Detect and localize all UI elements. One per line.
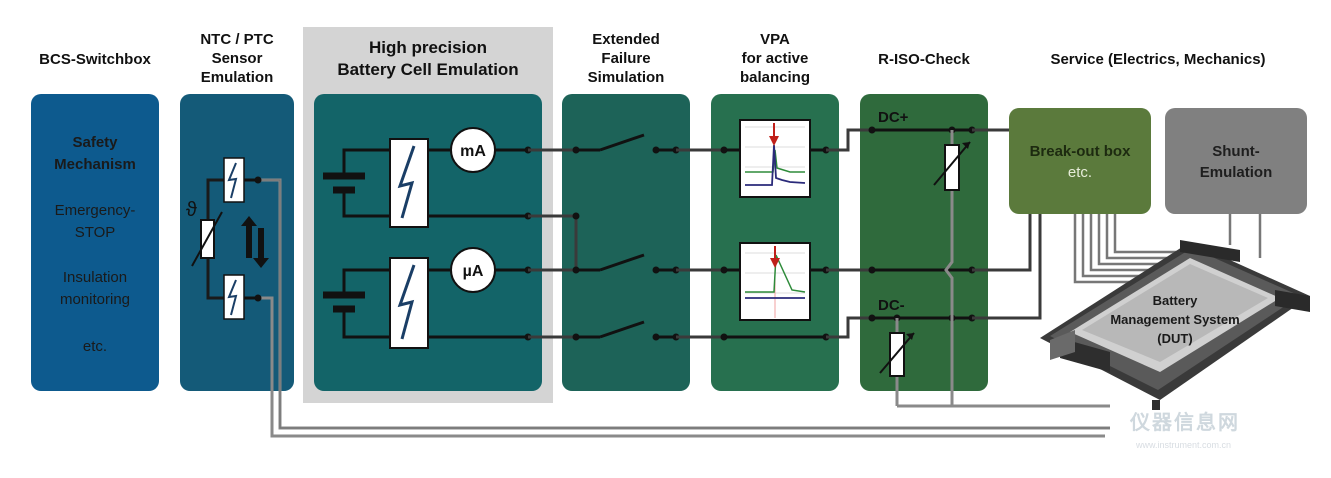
- panel-ntc-ptc: [180, 94, 294, 391]
- meter-ua-label: µA: [463, 263, 484, 280]
- shunt-label: Shunt-Emulation: [1199, 143, 1273, 181]
- panel-breakout-box: [1009, 108, 1151, 214]
- bcs-estop-text: Emergency-STOP: [54, 202, 136, 241]
- watermark-url: www.instrument.com.cn: [1136, 440, 1232, 450]
- bidirectional-arrows-icon: [241, 216, 269, 268]
- svg-text:(DUT): (DUT): [1157, 331, 1192, 346]
- scope-top: [739, 119, 811, 198]
- hp-battery-bottom: [323, 268, 390, 339]
- breakout-label: Break-out box etc.: [1029, 143, 1131, 181]
- svg-text:Management System: Management System: [1110, 312, 1239, 327]
- scope-bottom: [739, 242, 811, 321]
- bcs-etc-text: etc.: [82, 338, 108, 355]
- header-bcs: BCS-Switchbox: [39, 51, 151, 68]
- header-service: Service (Electrics, Mechanics): [1050, 51, 1266, 68]
- panel-extended-failure: [562, 94, 690, 391]
- hp-source-top: [389, 138, 429, 228]
- panel-bcs-switchbox: [31, 94, 159, 391]
- riso-resistor-top: [944, 144, 960, 191]
- bms-label: Battery Management System (DUT): [1110, 293, 1239, 346]
- failure-switches: [576, 133, 676, 339]
- svg-text:Battery: Battery: [1153, 293, 1199, 308]
- panel-shunt-emulation: [1165, 108, 1307, 214]
- watermark-text: 仪器信息网: [1130, 412, 1240, 434]
- bms-harness: [1073, 214, 1262, 284]
- meter-ma-label: mA: [460, 143, 486, 160]
- ntc-return-wires: [258, 178, 1110, 438]
- dc-minus-label: DC-: [878, 297, 905, 314]
- hp-battery-top: [323, 148, 390, 218]
- bms-device: [1040, 240, 1310, 410]
- dc-plus-label: DC+: [878, 109, 909, 126]
- theta-symbol: ϑ: [186, 199, 197, 221]
- header-riso: R-ISO-Check: [878, 51, 970, 68]
